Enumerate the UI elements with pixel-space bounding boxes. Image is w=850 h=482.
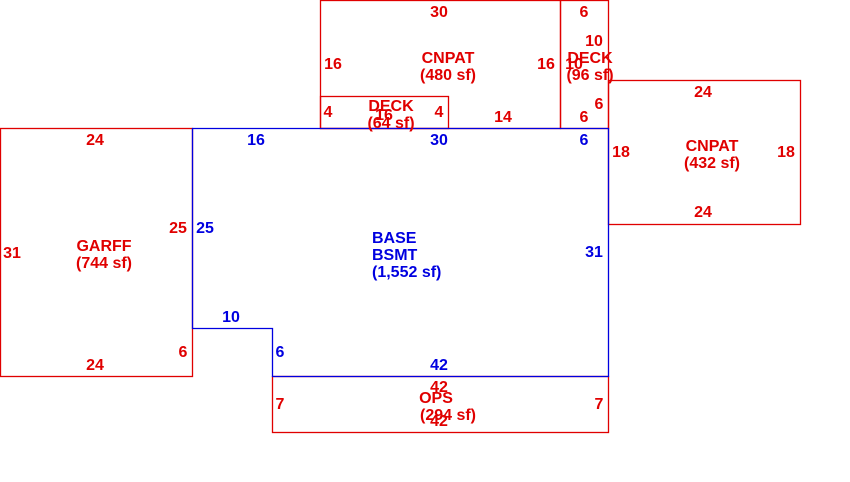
dim-base-right: 31 <box>585 244 603 261</box>
dim-base-top-right: 6 <box>580 132 589 149</box>
dim-cnpat-right-bottom: 24 <box>694 204 712 221</box>
dim-cnpat-top-bottom: 14 <box>494 109 512 126</box>
dim-cnpat-top-left: 16 <box>324 56 342 73</box>
dim-deck-right-low2: 6 <box>580 109 589 126</box>
dim-deck-right-side-overlap: 10 <box>565 56 583 73</box>
dim-garff-left: 31 <box>3 245 21 262</box>
ops-area: (294 sf) <box>420 407 476 424</box>
base-area: (1,552 sf) <box>372 264 441 281</box>
dim-cnpat-top-right: 16 <box>537 56 555 73</box>
garff-name: GARFF <box>76 238 131 255</box>
ops-name: OPS <box>419 390 453 407</box>
dim-cnpat-right-top: 24 <box>694 84 712 101</box>
dim-ops-right: 7 <box>595 396 604 413</box>
dim-garff-corner: 6 <box>179 344 188 361</box>
dim-ops-top: 42 <box>430 379 448 396</box>
dim-deck-small-overlap: 16 <box>375 107 393 124</box>
base-name: BASE <box>372 230 417 247</box>
base-outline <box>191 127 610 378</box>
cnpat-right-name: CNPAT <box>686 138 739 155</box>
cnpat-right-area: (432 sf) <box>684 155 740 172</box>
deck-small-area: (64 sf) <box>367 115 414 132</box>
deck-small-name: DECK <box>368 98 414 115</box>
cnpat-top-name: CNPAT <box>422 50 475 67</box>
dim-base-step-side: 6 <box>276 344 285 361</box>
deck-right-area: (96 sf) <box>566 67 613 84</box>
dim-ops-left: 7 <box>276 396 285 413</box>
cnpat-top-area: (480 sf) <box>420 67 476 84</box>
dim-base-top-mid: 30 <box>430 132 448 149</box>
garff-area: (744 sf) <box>76 255 132 272</box>
dim-garff-top: 24 <box>86 132 104 149</box>
dim-cnpat-right-right: 18 <box>777 144 795 161</box>
dim-base-step-top: 10 <box>222 309 240 326</box>
dim-base-bottom: 42 <box>430 357 448 374</box>
dim-deck-small-left: 4 <box>324 104 333 121</box>
dim-garff-bottom: 24 <box>86 357 104 374</box>
deck-right-name: DECK <box>567 50 613 67</box>
dim-ops-bottom: 42 <box>430 413 448 430</box>
base-name-2: BSMT <box>372 247 418 264</box>
dim-base-top-left: 16 <box>247 132 265 149</box>
dim-cnpat-top-top: 30 <box>430 4 448 21</box>
dim-garff-right: 25 <box>169 220 187 237</box>
dim-deck-right-top: 6 <box>580 4 589 21</box>
dim-deck-right-side: 10 <box>585 33 603 50</box>
dim-deck-right-low1: 6 <box>595 96 604 113</box>
dim-cnpat-right-left: 18 <box>612 144 630 161</box>
dim-deck-small-right: 4 <box>435 104 444 121</box>
dim-base-left: 25 <box>196 220 214 237</box>
